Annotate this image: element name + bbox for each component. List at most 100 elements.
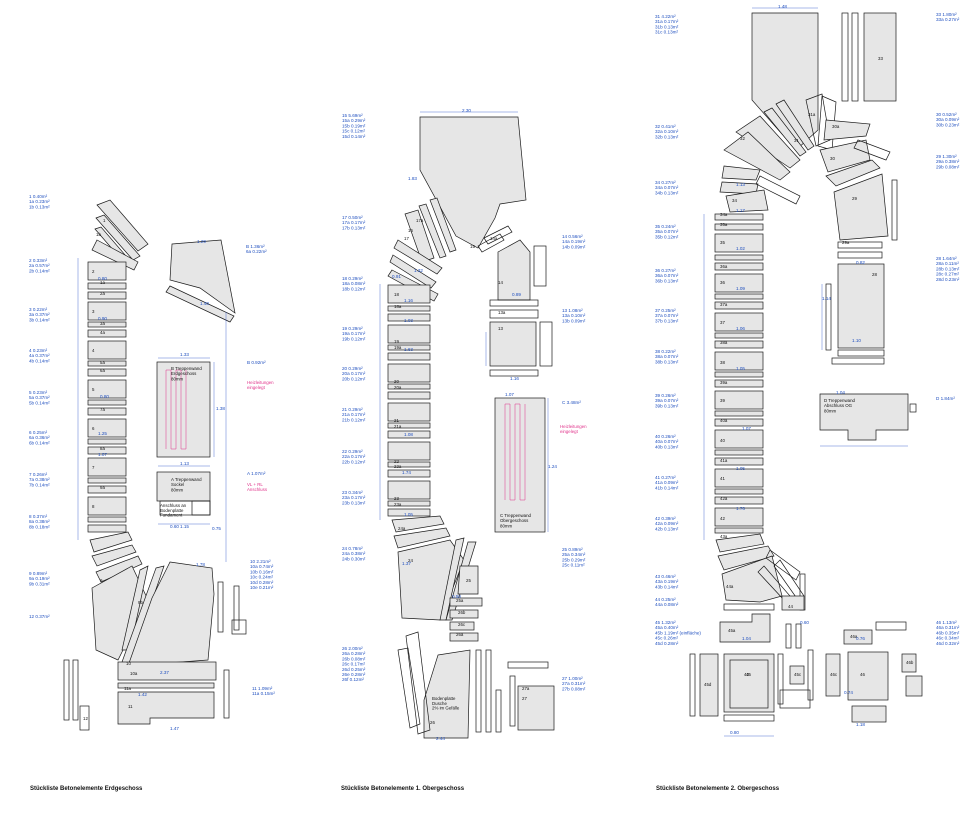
element-label: 37 [720, 320, 725, 325]
dimension-label: 1.04 [836, 390, 845, 395]
area-list-og2: 39b 0.13m² [655, 403, 679, 408]
element-label: 8a [100, 446, 105, 451]
element-32a [763, 107, 807, 157]
area-list-og1: 20b 0.12m² [342, 376, 366, 381]
area-list-og1: 20a 0.17m² [342, 371, 366, 376]
area-list-og1: 24b 0.30m² [342, 556, 366, 561]
dimension-label: 1.42 [138, 692, 147, 697]
area-list-og2: 41 0.27m² [655, 475, 676, 480]
area-list-og2: 38 0.22m² [655, 349, 676, 354]
area-list-eg: 6 0.25m² [29, 430, 48, 435]
dimension-label: 1.63 [404, 347, 413, 352]
element-34b [725, 189, 769, 213]
area-list-og1-right: 25b 0.29m² [562, 557, 586, 562]
element-label: 34a [720, 212, 728, 217]
area-list-og2-right: 28b 0.13m² [936, 266, 960, 271]
area-list-og2: 31b 0.13m² [655, 24, 679, 29]
area-list-og1: 18 0.29m² [342, 276, 363, 281]
heating-note-og1: Heizleitungen [560, 424, 587, 429]
area-list-og1: 26e 0.28m² [342, 672, 366, 677]
element-17 [404, 209, 435, 263]
area-list-eg: 1b 0.13m² [29, 204, 50, 209]
area-list-eg: 4 0.23m² [29, 348, 48, 353]
element-10-slab [117, 661, 217, 681]
area-list-eg-right: 6a 0.22m² [246, 249, 267, 254]
dimension-label: 1.13 [180, 461, 189, 466]
plan-og1 [379, 111, 555, 739]
element-label: 16 [408, 228, 413, 233]
area-list-og2: 32 0.41m² [655, 124, 676, 129]
dimension-label: 1.47 [170, 726, 179, 731]
base-note: Bodenplatte [160, 508, 184, 513]
dimension-label: 0.74 [844, 690, 853, 695]
stair-wall-b-area: B 0.92m² [247, 360, 266, 365]
area-list-og1: 26f 0.12m² [342, 677, 364, 682]
element-label: 2 [92, 269, 95, 274]
element-label: 24a [398, 526, 406, 531]
element-label: 41 [720, 476, 725, 481]
stair-wall-b-label: B Treppenwand [171, 366, 202, 371]
element-label: 9b [138, 600, 143, 605]
element-6a-top [165, 285, 235, 323]
area-list-og2-right: 28c 0.27m² [936, 272, 959, 277]
stair-column-eg [87, 261, 127, 533]
area-list-og2: 32a 0.10m² [655, 129, 679, 134]
dimension-label: 0.76 [856, 636, 865, 641]
area-list-eg: 8b 0.18m² [29, 524, 50, 529]
dimension-label: 1.48 [778, 4, 787, 9]
connection-note: VL + RL [247, 482, 263, 487]
element-label: 23a [394, 502, 402, 507]
element-label: 26c [458, 622, 466, 627]
element-label: 30a [832, 124, 840, 129]
element-label: 22 [394, 459, 399, 464]
element-45 [723, 653, 775, 713]
element-label: 13a [498, 310, 506, 315]
dimension-label: 0.80 [730, 730, 739, 735]
area-list-og1-right: 13a 0.10m² [562, 313, 586, 318]
element-45d [699, 653, 719, 717]
element-label: 38 [720, 360, 725, 365]
area-list-og2-right: 29a 0.38m² [936, 159, 960, 164]
dimension-label: 2.44 [436, 736, 445, 741]
dimension-label: 1.14 [822, 296, 831, 301]
area-list-og1: 26c 0.17m² [342, 662, 365, 667]
area-list-eg: 5a 0.37m² [29, 395, 50, 400]
element-30a [823, 119, 871, 141]
area-list-og2-right: 46 1.13m² [936, 620, 957, 625]
element-34 [723, 131, 791, 181]
area-list-og1-right: 14 0.56m² [562, 234, 583, 239]
area-list-eg-right: 10d 0.28m² [250, 580, 274, 585]
area-list-og1: 26a 0.28m² [342, 651, 366, 656]
area-list-eg: 1a 0.23m² [29, 199, 50, 204]
area-list-og2-right: 29 1.30m² [936, 154, 957, 159]
area-list-og2-right: 46c 0.34m² [936, 636, 959, 641]
dimension-label: 1.13 [736, 182, 745, 187]
caption-og2: Stückliste Betonelemente 2. Obergeschoss [656, 786, 780, 792]
area-list-og2: 40 0.26m² [655, 434, 676, 439]
area-list-og2-right: D 1.84m² [936, 396, 955, 401]
dimension-label: 1.07 [505, 392, 514, 397]
element-label: 8 [92, 504, 95, 509]
dimension-label: 1.09 [736, 286, 745, 291]
dimension-label: 1.74 [402, 470, 411, 475]
area-list-og1-right: 13 1.08m² [562, 308, 583, 313]
area-list-og2: 43b 0.14m² [655, 584, 679, 589]
element-43b [717, 545, 775, 571]
element-label: 45d [704, 682, 712, 687]
area-list-og2-right: 33a 0.27m² [936, 17, 960, 22]
element-46b [901, 653, 917, 673]
element-label: 9 [100, 578, 103, 583]
area-list-eg-right: 10 2.21m² [250, 559, 271, 564]
area-list-og1: 26b 0.08m² [342, 656, 366, 661]
element-45a [719, 613, 771, 643]
area-list-og1: 17b 0.13m² [342, 225, 366, 230]
area-list-og1-right: C 3.48m² [562, 400, 581, 405]
area-list-og1-right: 14b 0.09m² [562, 244, 586, 249]
area-list-og2: 31c 0.13m² [655, 30, 678, 35]
element-label: 4 [92, 348, 95, 353]
element-29 [833, 173, 889, 241]
element-label: 11a [124, 686, 132, 691]
area-list-og1: 19b 0.12m² [342, 336, 366, 341]
element-24a [391, 515, 445, 533]
element-label: 7a [100, 407, 105, 412]
